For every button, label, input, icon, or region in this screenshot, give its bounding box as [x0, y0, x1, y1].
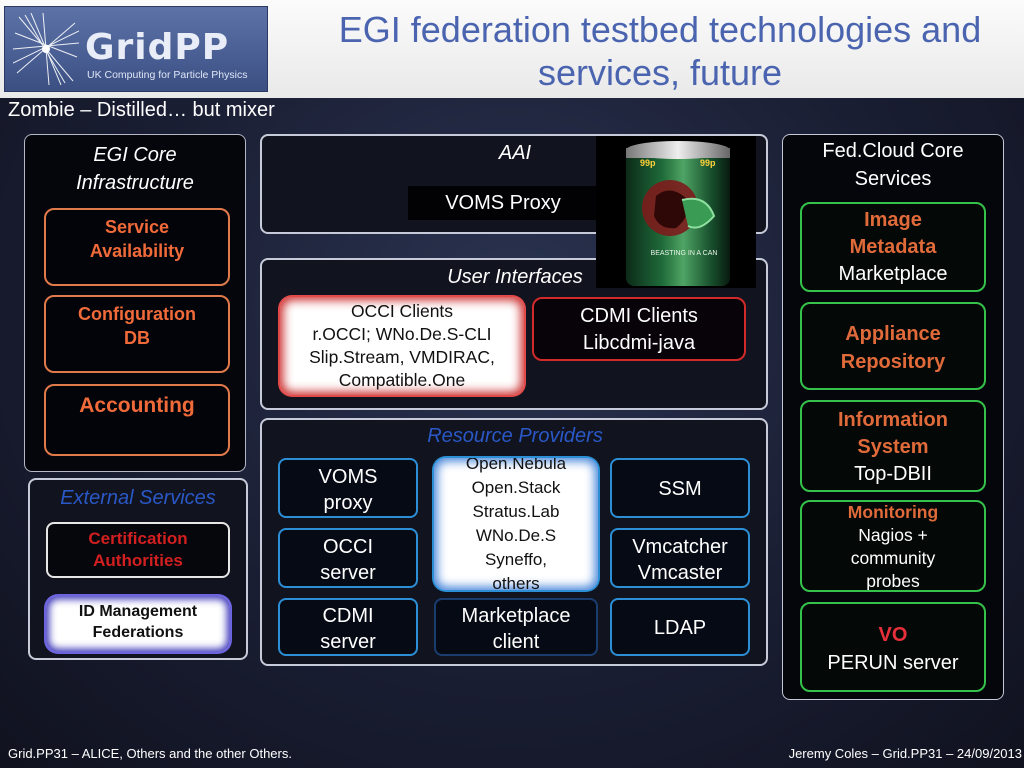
footer-left: Grid.PP31 – ALICE, Others and the other … [8, 746, 292, 761]
cloud-stack-box: Open.Nebula Open.Stack Stratus.Lab WNo.D… [434, 458, 598, 590]
aai-title: AAI [498, 142, 532, 164]
soda-can-icon [626, 141, 730, 286]
configuration-db-box: Configuration DB [44, 295, 230, 373]
appliance-repository-box: Appliance Repository [800, 302, 986, 390]
can-slogan: BEASTING IN A CAN [650, 250, 718, 257]
monitoring-box: Monitoring Nagios + community probes [800, 500, 986, 592]
ssm-box: SSM [610, 458, 750, 518]
cdmi-server-box: CDMI server [278, 598, 418, 656]
can-price-left: 99p [640, 158, 656, 168]
particle-track-icon [13, 13, 79, 85]
voms-proxy-label: VOMS Proxy [408, 186, 598, 220]
voms-proxy-box: VOMS proxy [278, 458, 418, 518]
egi-core-title: EGI Core Infrastructure [76, 144, 194, 194]
service-availability-box: Service Availability [44, 208, 230, 286]
logo-tagline: UK Computing for Particle Physics [87, 69, 248, 81]
slide-subtitle: Zombie – Distilled… but mixer [8, 99, 275, 121]
footer-right: Jeremy Coles – Grid.PP31 – 24/09/2013 [788, 746, 1022, 761]
vmcatcher-box: Vmcatcher Vmcaster [610, 528, 750, 588]
cdmi-clients-box: CDMI Clients Libcdmi-java [532, 297, 746, 361]
marketplace-client-box: Marketplace client [434, 598, 598, 656]
gridpp-logo: GridPP UK Computing for Particle Physics [4, 6, 268, 92]
zombie-can-image: 99p 99p BEASTING IN A CAN [596, 136, 756, 288]
occi-server-box: OCCI server [278, 528, 418, 588]
information-system-box: Information System Top-DBII [800, 400, 986, 492]
fedcloud-core-title: Fed.Cloud Core Services [822, 140, 964, 190]
id-management-box: ID Management Federations [46, 596, 230, 652]
certification-authorities-box: Certification Authorities [46, 522, 230, 578]
logo-wordmark: GridPP [85, 27, 230, 68]
slide-title: EGI federation testbed technologies and … [338, 9, 982, 93]
resource-providers-title: Resource Providers [427, 425, 603, 447]
occi-clients-box: OCCI Clients r.OCCI; WNo.De.S-CLI Slip.S… [280, 297, 524, 395]
image-metadata-box: Image Metadata Marketplace [800, 202, 986, 292]
external-services-title: External Services [60, 487, 216, 509]
vo-box: VO PERUN server [800, 602, 986, 692]
can-price-right: 99p [700, 158, 716, 168]
accounting-box: Accounting [44, 384, 230, 456]
ldap-box: LDAP [610, 598, 750, 656]
user-interfaces-title: User Interfaces [447, 266, 583, 288]
